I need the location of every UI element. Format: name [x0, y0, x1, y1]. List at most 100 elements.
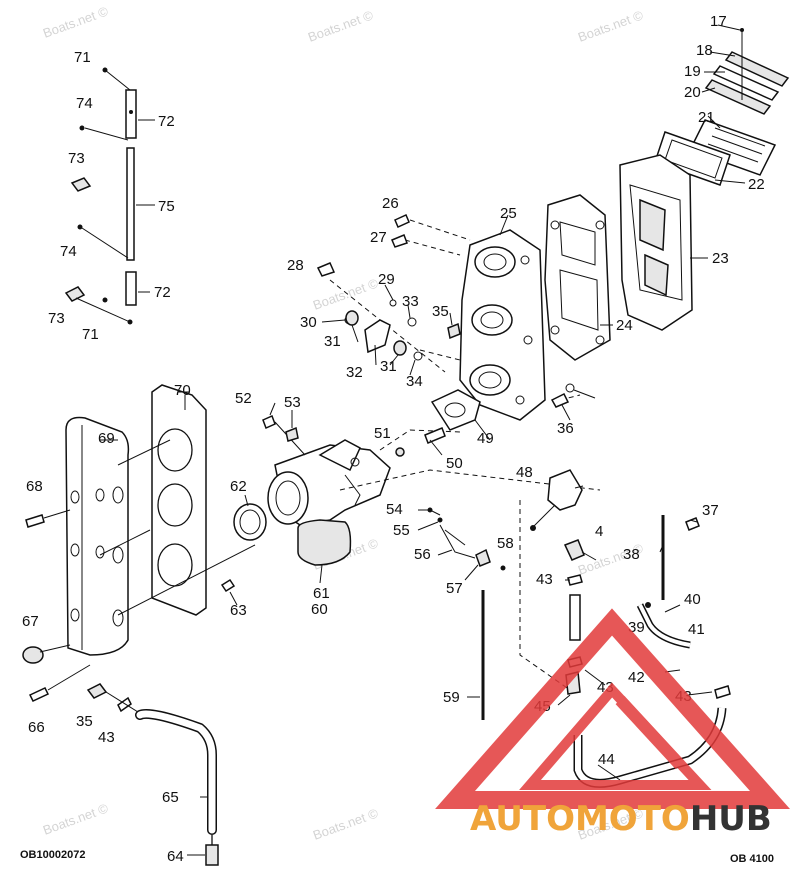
- choke-linkage-54-58: [427, 507, 506, 571]
- label-53: 53: [284, 394, 301, 411]
- drain-plug-67: [22, 644, 71, 664]
- label-20: 20: [684, 84, 701, 101]
- brand-triangle: [435, 608, 791, 809]
- screw-36: [550, 392, 570, 408]
- label-42: 42: [628, 669, 645, 686]
- label-73: 73: [48, 310, 65, 327]
- label-59: 59: [443, 689, 460, 706]
- bracket-72-bottom: [125, 271, 137, 306]
- leader-line: [409, 219, 471, 241]
- clip-37: [685, 517, 700, 531]
- label-74: 74: [60, 243, 77, 260]
- leader-line: [519, 500, 571, 691]
- screw-66: [28, 664, 91, 702]
- label-21: 21: [698, 109, 715, 126]
- leader-line: [419, 349, 461, 361]
- gasket-24: [544, 194, 611, 361]
- label-41: 41: [688, 621, 705, 638]
- label-38: 38: [623, 546, 640, 563]
- clamp-43-a: [567, 574, 583, 586]
- label-35: 35: [432, 303, 449, 320]
- reed-housing-23: [619, 154, 693, 331]
- screw-68: [25, 509, 71, 528]
- intake-cover-69: [65, 416, 130, 656]
- link-32: [364, 319, 391, 354]
- gasket-62: [233, 503, 267, 541]
- label-34: 34: [406, 373, 423, 390]
- hose-65: [135, 708, 217, 835]
- label-31: 31: [324, 333, 341, 350]
- hose-40-41: [636, 602, 691, 649]
- brand-stroke: [615, 695, 685, 770]
- brand-logo: [435, 608, 791, 809]
- watermark: Boats.net ©: [311, 275, 381, 313]
- reed-plate-18-20: [704, 28, 790, 115]
- label-31: 31: [380, 358, 397, 375]
- label-54: 54: [386, 501, 403, 518]
- label-43: 43: [536, 571, 553, 588]
- label-66: 66: [28, 719, 45, 736]
- watermark: Boats.net ©: [576, 7, 646, 45]
- bushing-31-bottom: [393, 340, 407, 356]
- label-56: 56: [414, 546, 431, 563]
- label-36: 36: [557, 420, 574, 437]
- washer-34: [413, 351, 423, 361]
- label-60: 60: [311, 601, 328, 618]
- label-50: 50: [446, 455, 463, 472]
- label-67: 67: [22, 613, 39, 630]
- label-18: 18: [696, 42, 713, 59]
- label-58: 58: [497, 535, 514, 552]
- label-33: 33: [402, 293, 419, 310]
- leader-line: [404, 239, 461, 256]
- label-25: 25: [500, 205, 517, 222]
- screw-27: [391, 234, 408, 248]
- brand-wordmark: AUTOMOTOHUB: [470, 799, 772, 839]
- fitting-35-left: [86, 683, 108, 699]
- watermark: Boats.net ©: [311, 805, 381, 843]
- screw-74-top: [79, 125, 85, 131]
- diagram-code-left: OB10002072: [20, 849, 85, 861]
- gasket-22: [654, 131, 731, 186]
- diagram-code-right: OB 4100: [730, 853, 774, 865]
- label-57: 57: [446, 580, 463, 597]
- label-22: 22: [748, 176, 765, 193]
- label-74: 74: [76, 95, 93, 112]
- screw-63: [220, 578, 236, 593]
- brand-part-2: HUB: [690, 799, 772, 839]
- gasket-plate-70: [151, 384, 207, 616]
- label-75: 75: [158, 198, 175, 215]
- label-26: 26: [382, 195, 399, 212]
- label-72: 72: [154, 284, 171, 301]
- washer-29: [389, 299, 397, 307]
- label-61: 61: [313, 585, 330, 602]
- leader-line: [339, 469, 601, 491]
- label-70: 70: [174, 382, 191, 399]
- label-52: 52: [235, 390, 252, 407]
- intake-manifold-25: [459, 229, 546, 421]
- cap-53: [285, 426, 299, 442]
- washer-77: [565, 383, 575, 393]
- label-69: 69: [98, 430, 115, 447]
- clip-73-top: [70, 177, 92, 192]
- label-29: 29: [378, 271, 395, 288]
- label-55: 55: [393, 522, 410, 539]
- label-4: 4: [595, 523, 603, 540]
- label-71: 71: [74, 49, 91, 66]
- screw-17: [740, 28, 744, 32]
- label-35: 35: [76, 713, 93, 730]
- label-44: 44: [598, 751, 615, 768]
- label-17: 17: [710, 13, 727, 30]
- label-30: 30: [300, 314, 317, 331]
- label-49: 49: [477, 430, 494, 447]
- label-51: 51: [374, 425, 391, 442]
- clamp-43-c: [714, 685, 731, 699]
- label-63: 63: [230, 602, 247, 619]
- label-71: 71: [82, 326, 99, 343]
- gasket-49: [430, 389, 481, 431]
- reed-block-21: [688, 119, 777, 176]
- label-68: 68: [26, 478, 43, 495]
- part-labels: 17 18 19 20 21 22 23 24 25 26 27 28 29 3…: [22, 13, 765, 865]
- label-62: 62: [230, 478, 247, 495]
- fuel-hose-44: [573, 707, 727, 788]
